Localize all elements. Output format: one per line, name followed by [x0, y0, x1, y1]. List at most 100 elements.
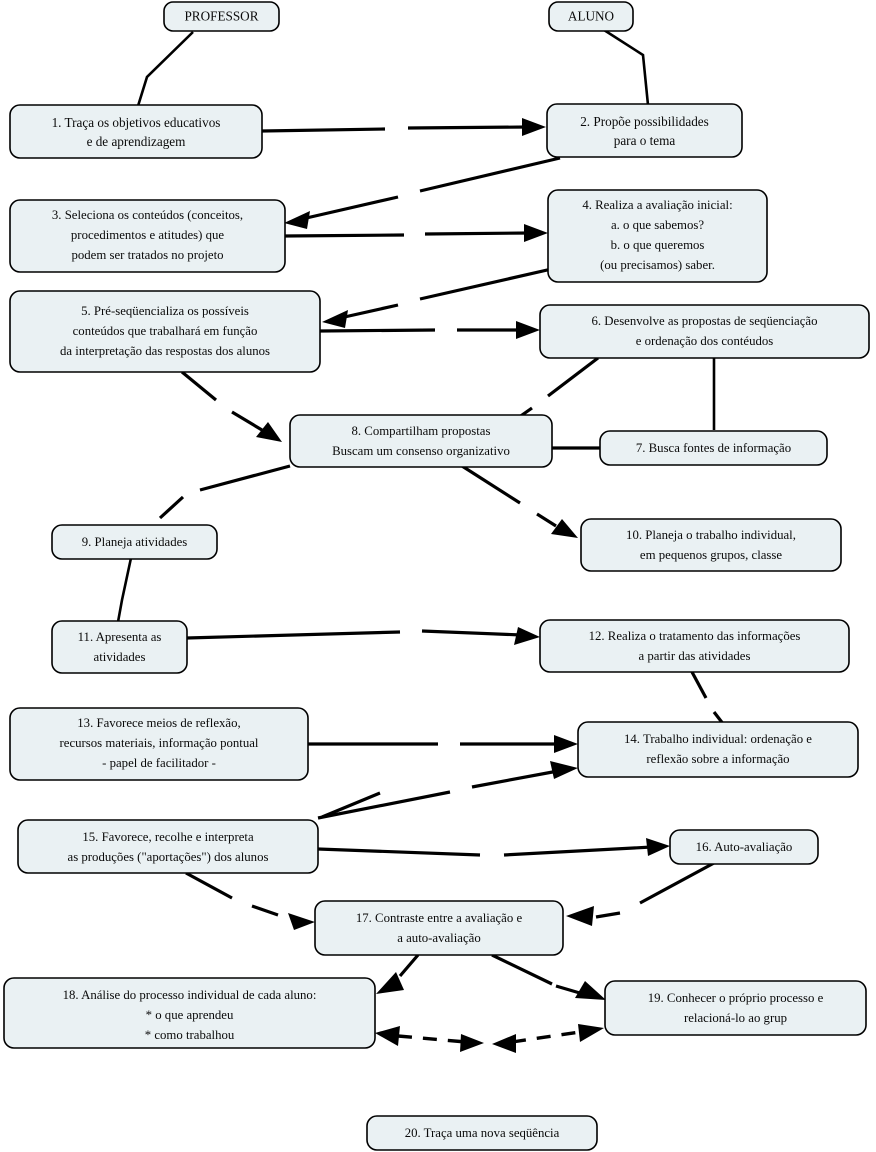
node-11-box[interactable] — [51, 620, 188, 674]
node-14-box[interactable] — [577, 721, 859, 778]
node-professor-box[interactable] — [163, 1, 280, 32]
node-13[interactable]: 13. Favorece meios de reflexão, recursos… — [9, 707, 309, 781]
node-9-box[interactable] — [51, 524, 218, 560]
node-aluno-box[interactable] — [548, 1, 634, 32]
node-7[interactable]: 7. Busca fontes de informação — [599, 430, 828, 466]
node-16-line-1: 16. Auto-avaliação — [696, 840, 793, 854]
edge-4-to-5-seg2 — [339, 303, 399, 320]
node-layer: PROFESSOR ALUNO 1. Traça os objetivos ed… — [3, 1, 870, 1151]
node-4[interactable]: 4. Realiza a avaliação inicial: a. o que… — [547, 189, 768, 283]
arrowhead-5-to-8 — [256, 422, 282, 442]
node-professor[interactable]: PROFESSOR — [163, 1, 280, 32]
node-professor-label: PROFESSOR — [184, 9, 258, 24]
node-5-line-3: da interpretação das respostas dos aluno… — [60, 344, 270, 358]
node-20-box[interactable] — [366, 1115, 598, 1151]
node-15-line-1: 15. Favorece, recolhe e interpreta — [82, 830, 254, 844]
node-18-line-2: * o que aprendeu — [146, 1008, 234, 1022]
node-2-line-1: 2. Propõe possibilidades — [580, 114, 709, 129]
node-18[interactable]: 18. Análise do processo individual de ca… — [3, 977, 376, 1049]
arrowhead-17-to-19 — [575, 981, 606, 1000]
edge-16-to-17 — [639, 861, 715, 905]
node-19-box[interactable] — [604, 980, 867, 1036]
node-4-line-2: a. o que sabemos? — [611, 218, 704, 232]
node-2[interactable]: 2. Propõe possibilidades para o tema — [546, 103, 743, 158]
node-15-box[interactable] — [17, 819, 319, 874]
arrowhead-15-to-17 — [288, 913, 315, 930]
node-15[interactable]: 15. Favorece, recolhe e interpreta as pr… — [17, 819, 319, 874]
node-3-line-2: procedimentos e atitudes) que — [71, 228, 224, 242]
node-13-line-1: 13. Favorece meios de reflexão, — [77, 716, 240, 730]
edge-professor-to-1 — [136, 31, 194, 107]
arrowhead-15-to-16 — [646, 838, 670, 856]
arrowhead-dashed-mid-right — [460, 1034, 484, 1052]
node-10-line-2: em pequenos grupos, classe — [640, 548, 782, 562]
node-2-box[interactable] — [546, 103, 743, 158]
edge-5-to-8-seg2 — [231, 410, 263, 432]
edge-5-to-6 — [319, 328, 436, 333]
node-17-box[interactable] — [314, 900, 564, 956]
node-4-box[interactable] — [547, 189, 768, 283]
node-8-box[interactable] — [289, 414, 553, 468]
node-6[interactable]: 6. Desenvolve as propostas de seqüenciaç… — [539, 304, 870, 359]
edge-18-19-dashed-right — [511, 1030, 581, 1044]
node-10-box[interactable] — [580, 518, 842, 572]
node-18-box[interactable] — [3, 977, 376, 1049]
node-17[interactable]: 17. Contraste entre a avaliação e a auto… — [314, 900, 564, 956]
node-6-box[interactable] — [539, 304, 870, 359]
node-1[interactable]: 1. Traça os objetivos educativos e de ap… — [9, 104, 263, 159]
edge-1-to-2-seg2 — [407, 125, 529, 130]
node-8-line-1: 8. Compartilham propostas — [352, 424, 491, 438]
arrowhead-16-to-17 — [566, 906, 594, 926]
arrowhead-dashed-mid-left — [492, 1034, 516, 1053]
edge-14-to-15-link — [321, 791, 381, 819]
edge-18-19-dashed-left — [397, 1034, 467, 1044]
node-8[interactable]: 8. Compartilham propostas Buscam um cons… — [289, 414, 553, 468]
node-12-box[interactable] — [539, 619, 850, 673]
node-5-box[interactable] — [9, 290, 321, 373]
edge-aluno-to-2 — [603, 28, 650, 106]
edge-3-to-4 — [283, 233, 405, 238]
edge-5-to-8 — [180, 370, 218, 402]
node-1-box[interactable] — [9, 104, 263, 159]
node-19-line-2: relacioná-lo ao grup — [684, 1011, 787, 1025]
node-8-line-2: Buscam um consenso organizativo — [332, 444, 510, 458]
arrowhead-4-to-5 — [322, 310, 348, 328]
node-14-line-2: reflexão sobre a informação — [646, 752, 789, 766]
node-1-line-1: 1. Traça os objetivos educativos — [52, 115, 221, 130]
edge-15-to-17-seg2 — [251, 904, 279, 917]
node-aluno[interactable]: ALUNO — [548, 1, 634, 32]
edge-8-to-9-seg2 — [158, 495, 185, 520]
node-17-line-1: 17. Contraste entre a avaliação e — [356, 911, 523, 925]
node-3[interactable]: 3. Seleciona os conteúdos (conceitos, pr… — [9, 199, 286, 273]
arrowhead-dashed-to-18 — [375, 1026, 400, 1046]
node-20-line-1: 20. Traça uma nova seqüência — [405, 1126, 560, 1140]
node-4-line-3: b. o que queremos — [611, 238, 705, 252]
arrowhead-11-to-12 — [514, 627, 540, 645]
node-13-box[interactable] — [9, 707, 309, 781]
node-3-line-3: podem ser tratados no projeto — [71, 248, 223, 262]
node-3-box[interactable] — [9, 199, 286, 273]
node-19[interactable]: 19. Conhecer o próprio processo e relaci… — [604, 980, 867, 1036]
node-20[interactable]: 20. Traça uma nova seqüência — [366, 1115, 598, 1151]
node-12[interactable]: 12. Realiza o tratamento das informações… — [539, 619, 850, 673]
node-9[interactable]: 9. Planeja atividades — [51, 524, 218, 560]
node-aluno-label: ALUNO — [568, 9, 614, 24]
node-10[interactable]: 10. Planeja o trabalho individual, em pe… — [580, 518, 842, 572]
node-14[interactable]: 14. Trabalho individual: ordenação e ref… — [577, 721, 859, 778]
node-14-line-1: 14. Trabalho individual: ordenação e — [624, 732, 812, 746]
node-17-line-2: a auto-avaliação — [397, 931, 480, 945]
edge-15-to-16-seg2 — [503, 845, 653, 857]
node-19-line-1: 19. Conhecer o próprio processo e — [648, 991, 824, 1005]
node-7-box[interactable] — [599, 430, 828, 466]
node-5[interactable]: 5. Pré-seqüencializa os possíveis conteú… — [9, 290, 321, 373]
edge-2-to-3 — [419, 156, 561, 193]
edge-17-to-19-seg2 — [555, 984, 591, 998]
node-11[interactable]: 11. Apresenta as atividades — [51, 620, 188, 674]
node-16[interactable]: 16. Auto-avaliação — [669, 829, 819, 865]
node-6-line-1: 6. Desenvolve as propostas de seqüenciaç… — [591, 314, 817, 328]
edge-8-to-9 — [199, 464, 291, 492]
edge-15-to-14-seg2 — [471, 769, 559, 789]
node-16-box[interactable] — [669, 829, 819, 865]
edge-3-to-4-seg2 — [424, 231, 531, 236]
